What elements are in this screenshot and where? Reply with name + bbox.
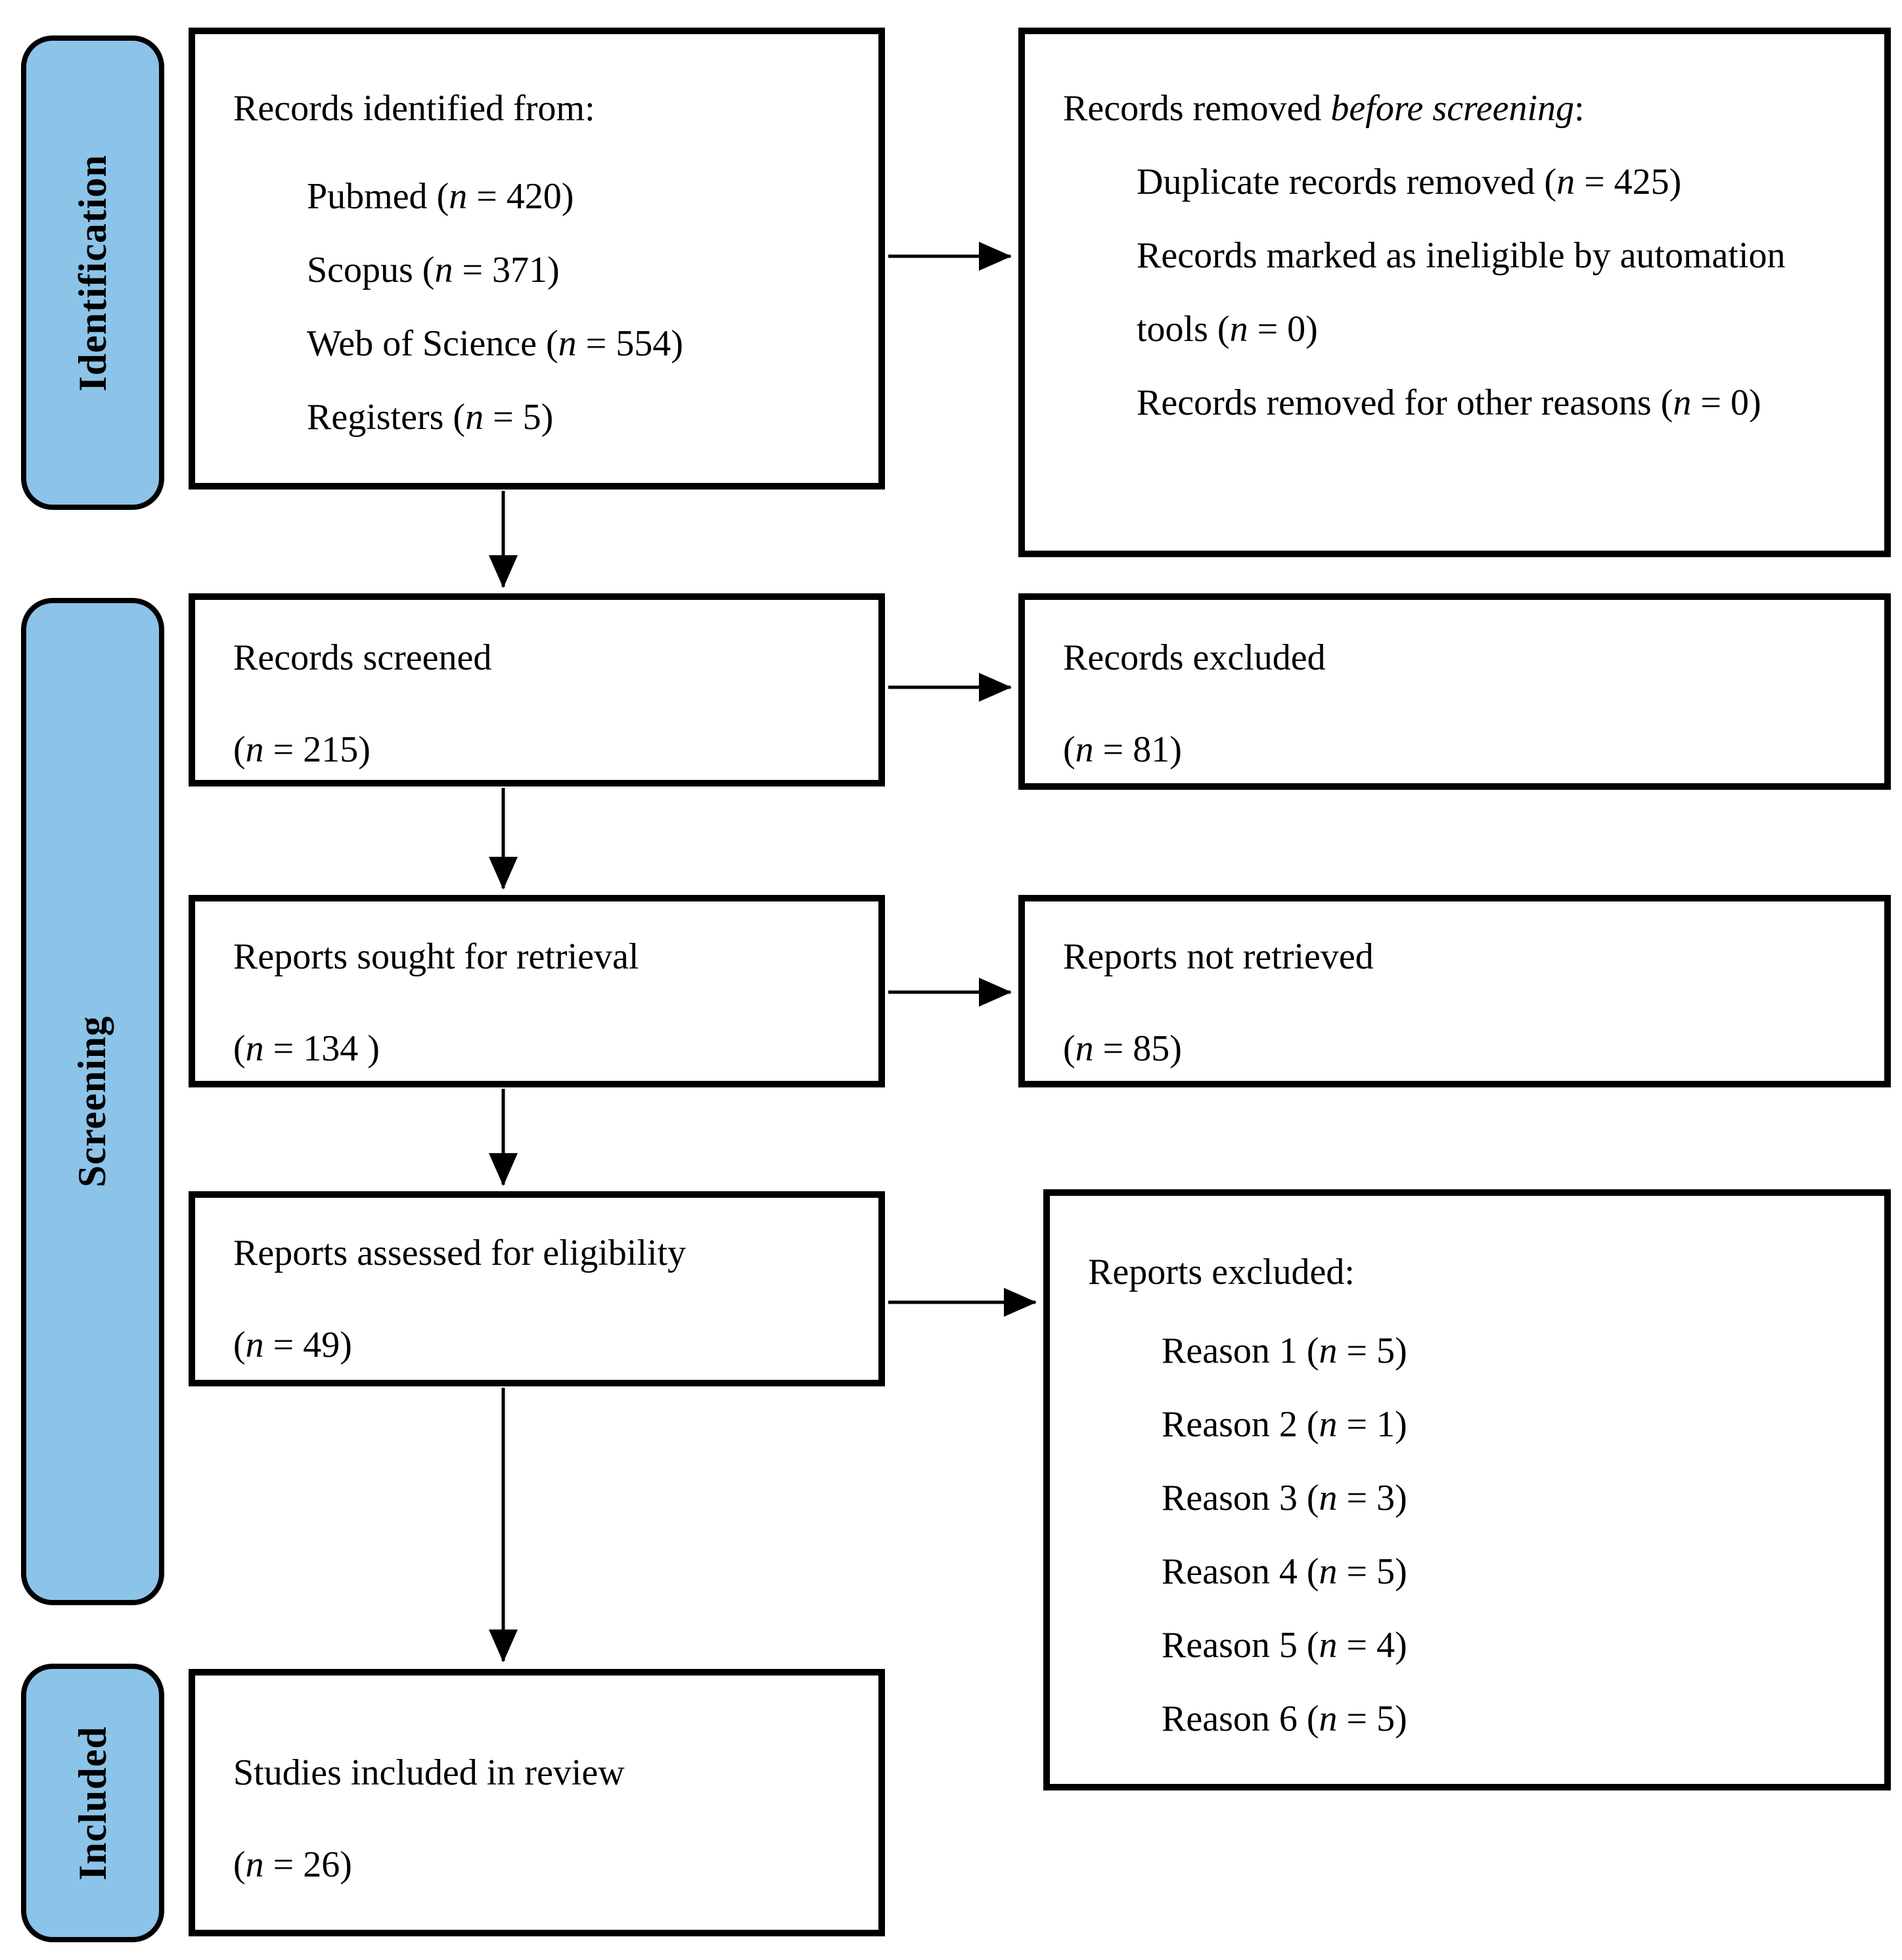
box-reports-not-retrieved: Reports not retrieved (n = 85): [1018, 895, 1891, 1087]
n-variable: n: [1319, 1404, 1338, 1445]
stage-identification-label: Identification: [70, 154, 114, 392]
n-variable: n: [1319, 1551, 1338, 1592]
box-records-screened: Records screened (n = 215): [189, 593, 885, 786]
list-item: Records marked as ineligible by automati…: [1137, 235, 1786, 350]
n-variable: n: [449, 176, 468, 217]
n-count: (n = 49): [233, 1325, 352, 1365]
list-item: Duplicate records removed (n = 425): [1137, 162, 1682, 202]
title-prefix: Records removed: [1063, 88, 1331, 129]
stage-screening-label: Screening: [70, 1015, 114, 1188]
box-studies-included: Studies included in review (n = 26): [189, 1669, 885, 1936]
n-variable: n: [245, 1325, 264, 1365]
list-item: Records removed for other reasons (n = 0…: [1137, 382, 1761, 423]
list-item: Reason 3 (n = 3): [1162, 1478, 1407, 1518]
n-variable: n: [1319, 1698, 1338, 1739]
list-item: Reason 6 (n = 5): [1162, 1698, 1407, 1739]
list-item: Web of Science (n = 554): [307, 323, 683, 364]
box-title: Records identified from:: [233, 88, 595, 129]
n-variable: n: [434, 250, 453, 290]
n-variable: n: [245, 729, 264, 770]
n-variable: n: [1556, 162, 1575, 202]
list-item: Pubmed (n = 420): [307, 176, 574, 217]
n-variable: n: [558, 323, 577, 364]
removed-reasons-list: Duplicate records removed (n = 425) Recor…: [1063, 145, 1865, 440]
n-variable: n: [1319, 1478, 1338, 1518]
box-records-removed-before-screening: Records removed before screening: Duplic…: [1018, 28, 1891, 557]
n-variable: n: [1075, 729, 1094, 770]
n-variable: n: [1229, 309, 1248, 350]
exclusion-reasons-list: Reason 1 (n = 5) Reason 2 (n = 1) Reason 3…: [1088, 1314, 1865, 1756]
box-title: Reports excluded:: [1088, 1252, 1355, 1292]
list-item: Registers (n = 5): [307, 397, 554, 438]
box-label: Records excluded: [1063, 637, 1326, 678]
box-title: Records removed before screening:: [1063, 72, 1865, 145]
box-reports-sought: Reports sought for retrieval (n = 134 ): [189, 895, 885, 1087]
list-item: Scopus (n = 371): [307, 250, 560, 290]
n-variable: n: [465, 397, 484, 438]
n-count: (n = 81): [1063, 729, 1182, 770]
n-variable: n: [1673, 382, 1692, 423]
stage-screening: Screening: [21, 598, 164, 1605]
box-records-identified: Records identified from: Pubmed (n = 420…: [189, 28, 885, 490]
box-records-excluded: Records excluded (n = 81): [1018, 593, 1891, 790]
list-item: Reason 4 (n = 5): [1162, 1551, 1407, 1592]
n-count: (n = 85): [1063, 1028, 1182, 1069]
box-reports-excluded: Reports excluded: Reason 1 (n = 5)Reason…: [1043, 1189, 1891, 1790]
n-count: (n = 134 ): [233, 1028, 380, 1069]
stage-identification: Identification: [21, 35, 164, 510]
n-variable: n: [245, 1028, 264, 1069]
n-count: (n = 26): [233, 1844, 352, 1885]
n-variable: n: [245, 1844, 264, 1885]
box-label: Records screened: [233, 637, 492, 678]
list-item: Reason 5 (n = 4): [1162, 1625, 1407, 1666]
n-variable: n: [1319, 1625, 1338, 1666]
box-label: Reports not retrieved: [1063, 936, 1374, 977]
box-label: Studies included in review: [233, 1752, 625, 1793]
title-italic: before screening: [1330, 88, 1575, 129]
stage-included: Included: [21, 1664, 164, 1942]
n-count: (n = 215): [233, 729, 371, 770]
source-list: Pubmed (n = 420) Scopus (n = 371) Web of S…: [233, 160, 859, 454]
list-item: Reason 1 (n = 5): [1162, 1331, 1407, 1371]
stage-included-label: Included: [70, 1725, 114, 1880]
box-label: Reports sought for retrieval: [233, 936, 639, 977]
n-variable: n: [1319, 1331, 1338, 1371]
list-item: Reason 2 (n = 1): [1162, 1404, 1407, 1445]
box-label: Reports assessed for eligibility: [233, 1233, 687, 1273]
n-variable: n: [1075, 1028, 1094, 1069]
box-reports-assessed: Reports assessed for eligibility (n = 49…: [189, 1191, 885, 1386]
title-suffix: :: [1574, 88, 1585, 129]
